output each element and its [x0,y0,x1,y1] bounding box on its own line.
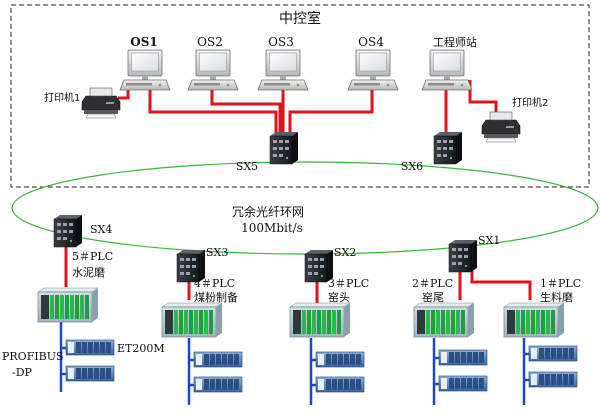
computer-icon [347,49,399,91]
sx3-label: SX3 [206,246,228,259]
switch-sx5[interactable]: SX5 [236,131,299,173]
et200m-icon [528,371,578,388]
control-room-title: 中控室 [279,10,321,27]
plc5-id: 5＃PLC [72,250,113,263]
printer-1[interactable]: 打印机1 [44,87,121,119]
engineering-station-label: 工程师站 [433,35,477,49]
link-os2-sx5 [210,84,282,134]
plc4-id: 4＃PLC [194,277,235,290]
plc-rack-icon [161,302,223,338]
switch-sx2[interactable]: SX2 [304,246,356,283]
switch-icon [448,239,478,273]
plc-station-4[interactable]: 4＃PLC 煤粉制备 [161,277,238,338]
computer-icon [119,49,171,91]
profibus-label-dp: -DP [12,366,33,379]
os4-label: OS4 [358,35,384,49]
plc3-id: 3＃PLC [328,277,369,290]
plc2-area: 窑尾 [422,290,444,304]
plc1-id: 1＃PLC [540,277,581,290]
et200m-label: ET200M [117,342,165,355]
link-sx1-plc1 [470,270,532,300]
engineering-station[interactable]: 工程师站 [421,35,477,91]
os1-label: OS1 [130,35,157,49]
sx1-label: SX1 [478,234,500,247]
switch-icon [269,131,299,165]
plc2-id: 2＃PLC [412,277,453,290]
printer-icon [481,111,521,143]
os3-computer[interactable]: OS3 [257,35,309,91]
et200m-icon [438,375,488,392]
profibus-label: PROFIBUS [2,350,64,363]
ring-name: 冗余光纤环网 [232,204,304,219]
plc4-area: 煤粉制备 [194,290,238,304]
remote-io-group-plc1 [528,345,578,388]
printer-2[interactable]: 打印机2 [481,96,548,143]
link-os1-sx5 [148,84,278,134]
plc-station-2[interactable]: 2＃PLC 窑尾 [412,277,475,338]
plc-rack-icon [289,302,351,338]
profibus-links [59,322,529,405]
remote-io-group-plc4 [193,351,243,393]
et200m-icon [438,349,488,366]
plc-rack-icon [37,287,99,323]
switch-sx4[interactable]: SX4 [53,214,112,248]
computer-icon [187,49,239,91]
os4-computer[interactable]: OS4 [347,35,399,91]
plc-station-1[interactable]: 1＃PLC 生料磨 [503,277,581,338]
computer-icon [257,49,309,91]
ring-speed: 100Mbit/s [241,221,303,235]
os2-computer[interactable]: OS2 [187,35,239,91]
sx2-label: SX2 [334,246,356,259]
printer-icon [81,87,121,119]
et200m-icon [528,345,578,362]
computer-icon [421,49,473,91]
et200m-icon [315,376,365,393]
link-os4-sx5 [288,84,374,134]
os1-computer[interactable]: OS1 [119,35,171,91]
et200m-icon [315,351,365,368]
os3-label: OS3 [268,35,294,49]
remote-io-group-plc5 [65,339,115,382]
os2-label: OS2 [197,35,223,49]
plc1-area: 生料磨 [540,290,573,304]
et200m-icon [65,339,115,356]
et200m-icon [65,365,115,382]
plc-station-3[interactable]: 3＃PLC 窑头 [289,277,369,338]
switch-sx6[interactable]: SX6 [401,131,463,173]
printer-1-label: 打印机1 [44,91,80,104]
sx4-label: SX4 [90,223,112,236]
sx6-label: SX6 [401,160,423,173]
et200m-icon [193,376,243,393]
et200m-icon [193,351,243,368]
switch-sx3[interactable]: SX3 [176,246,228,283]
plc-rack-icon [503,302,565,338]
plc3-area: 窑头 [328,290,350,304]
redundant-fiber-ring [11,161,599,255]
plc5-area: 水泥磨 [72,266,105,279]
switch-icon [53,214,83,248]
remote-io-group-plc3 [315,351,365,393]
plc-rack-icon [413,302,475,338]
switch-sx1[interactable]: SX1 [448,234,500,273]
ethernet-links [64,80,532,303]
control-room-boundary [10,4,590,188]
sx5-label: SX5 [236,160,258,173]
switch-icon [433,131,463,165]
link-eng-printer2 [468,80,498,116]
plc-station-5[interactable]: 5＃PLC 水泥磨 [37,250,113,323]
remote-io-group-plc2 [438,349,488,392]
printer-2-label: 打印机2 [512,96,548,109]
